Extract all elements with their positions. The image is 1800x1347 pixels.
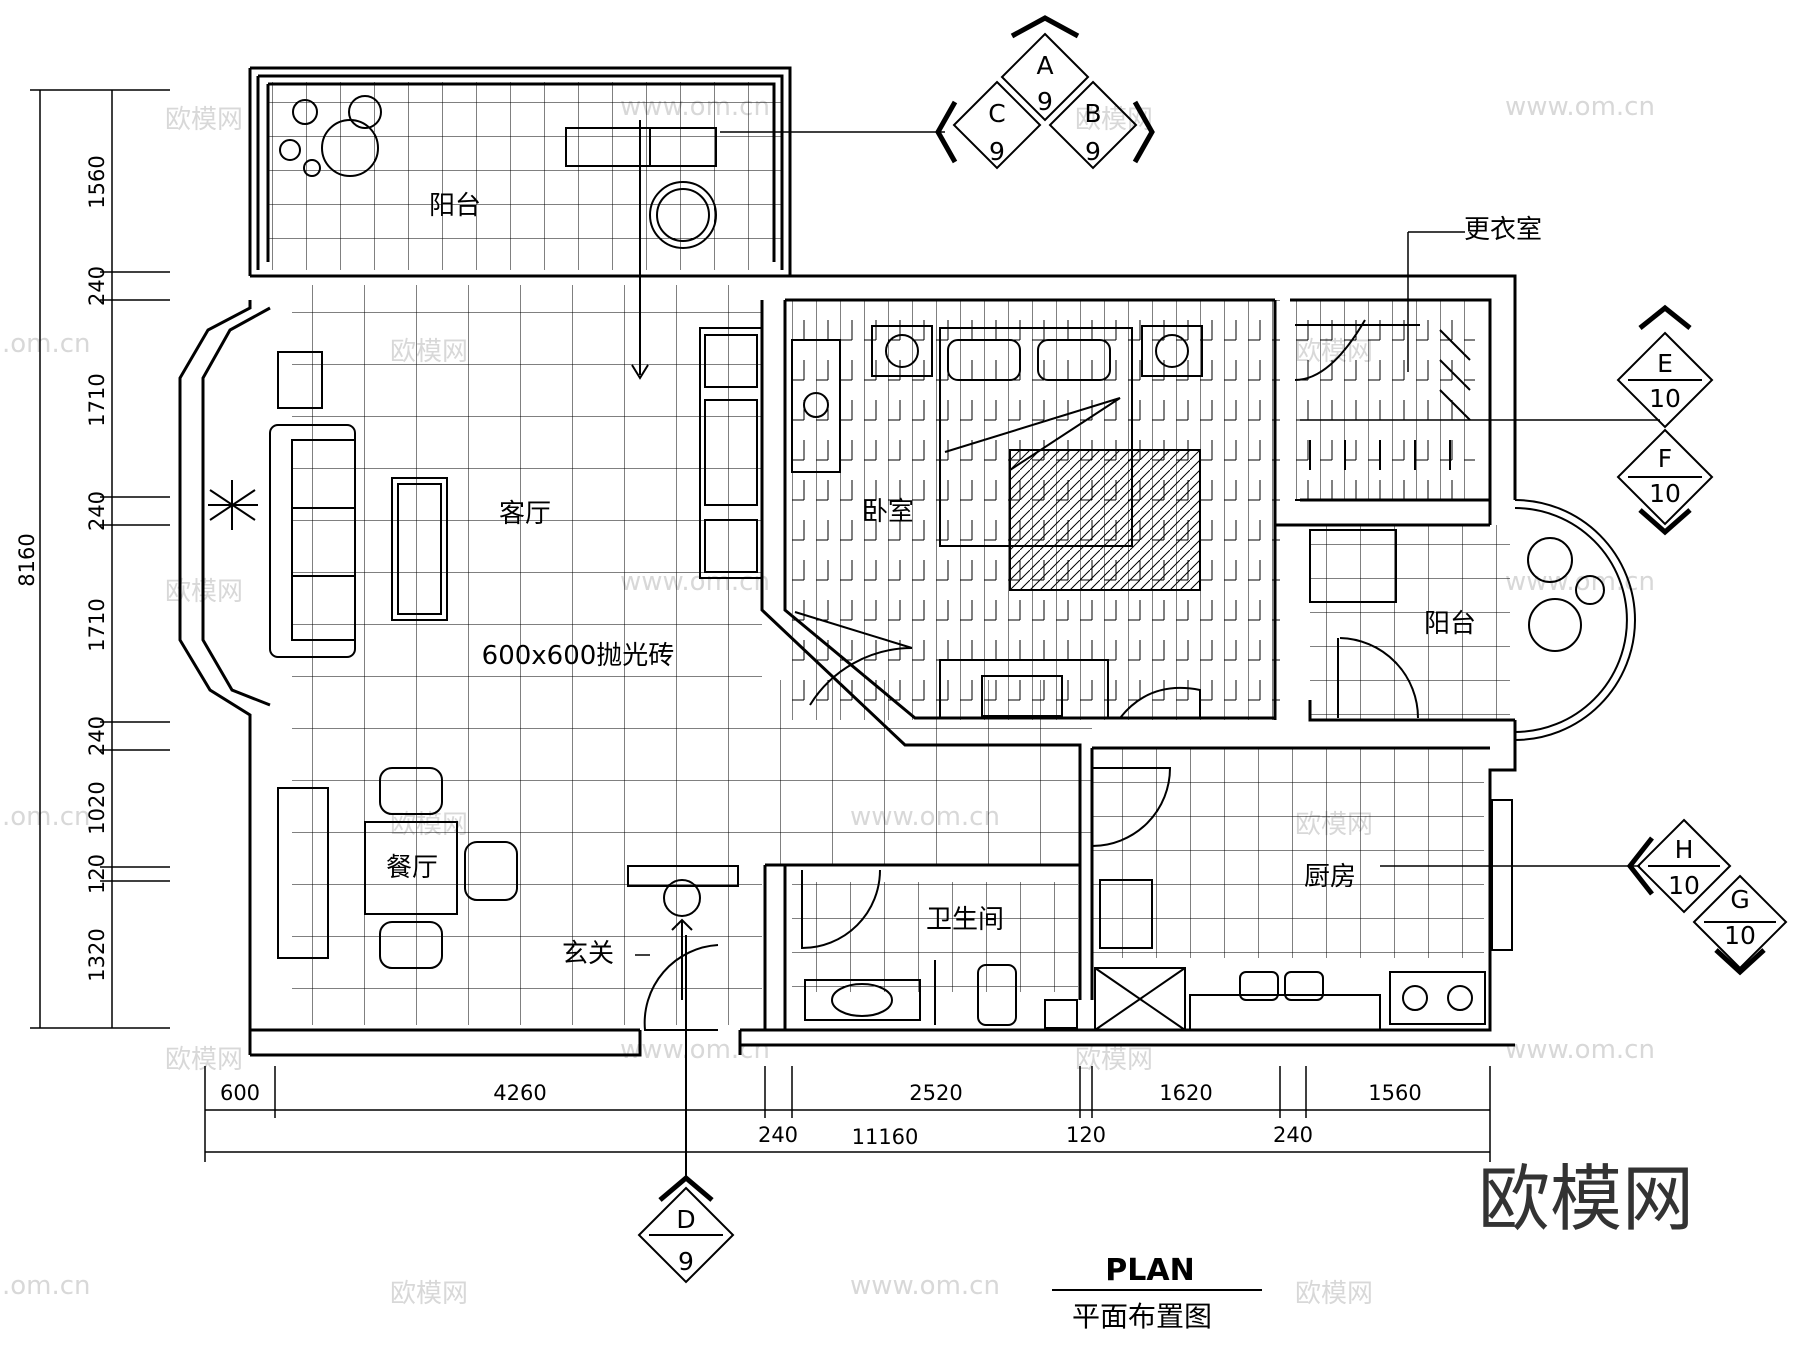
watermark: 欧模网 [390, 1279, 468, 1309]
room-label-dining: 餐厅 [386, 853, 438, 883]
watermark: www.om.cn [1505, 1035, 1655, 1065]
elevation-marker-d-labels: D 9 [676, 1205, 695, 1276]
marker-sheet: 10 [1649, 384, 1681, 413]
elevation-marker-d [637, 935, 735, 1284]
living-furniture [208, 327, 841, 658]
marker-sheet: 10 [1668, 871, 1700, 900]
left-dimension-chain [30, 89, 170, 1029]
marker-letter: C [988, 99, 1005, 128]
dim-bottom-label: 240 [1273, 1123, 1313, 1147]
bottom-dimension-chain [204, 1066, 1491, 1162]
dim-bottom-label: 4260 [493, 1081, 546, 1105]
room-label-entry: 玄关 [562, 939, 614, 969]
dim-bottom-label: 1620 [1159, 1081, 1212, 1105]
marker-letter: F [1658, 444, 1672, 473]
dim-left-label: 1710 [85, 373, 109, 426]
dim-left-label: 1320 [85, 928, 109, 981]
elevation-marker-ef-labels: E 10 F 10 [1649, 349, 1681, 508]
elevation-marker-hg [1626, 818, 1788, 976]
dim-bottom-label: 1560 [1368, 1081, 1421, 1105]
watermark: .om.cn [2, 329, 91, 359]
plan-title-cn: 平面布置图 [1072, 1300, 1212, 1333]
room-label-walk-in-closet: 更衣室 [1464, 215, 1542, 245]
left-dimension-labels: 8160 1560 240 1710 240 1710 240 1020 120… [15, 155, 109, 981]
room-label-balcony-top: 阳台 [429, 191, 481, 221]
dim-left-total: 8160 [15, 533, 39, 586]
room-label-balcony-right: 阳台 [1424, 609, 1476, 639]
marker-sheet: 9 [1037, 87, 1053, 116]
room-label-kitchen: 厨房 [1304, 862, 1356, 892]
marker-letter: B [1084, 99, 1101, 128]
elevation-marker-abc-labels: A 9 C 9 B 9 [988, 51, 1101, 166]
closet-fixtures [1294, 319, 1480, 501]
watermark: www.om.cn [1505, 92, 1655, 122]
marker-letter: G [1730, 885, 1749, 914]
doors [643, 611, 1419, 1031]
dim-left-label: 240 [85, 266, 109, 306]
watermark: 欧模网 [1295, 1279, 1373, 1309]
watermark: www.om.cn [850, 1271, 1000, 1301]
dim-left-label: 240 [85, 491, 109, 531]
marker-sheet: 9 [1085, 137, 1101, 166]
marker-sheet: 10 [1724, 921, 1756, 950]
marker-sheet: 9 [678, 1247, 694, 1276]
marker-letter: D [676, 1205, 695, 1234]
brand-mark: 欧模网 [1478, 1157, 1694, 1241]
watermark: www.om.cn [1505, 567, 1655, 597]
title-block: PLAN 平面布置图 [1052, 1253, 1262, 1333]
room-label-bathroom: 卫生间 [926, 905, 1004, 935]
dim-bottom-label: 600 [220, 1081, 260, 1105]
marker-sheet: 9 [989, 137, 1005, 166]
dim-left-label: 1020 [85, 781, 109, 834]
dim-bottom-label: 120 [1066, 1123, 1106, 1147]
room-labels: 阳台 客厅 600x600抛光砖 卧室 更衣室 阳台 厨房 卫生间 餐厅 玄关 [386, 191, 1542, 969]
dim-bottom-label: 2520 [909, 1081, 962, 1105]
watermark: 欧模网 [165, 105, 243, 135]
marker-sheet: 10 [1649, 479, 1681, 508]
elevation-marker-abc [935, 15, 1155, 170]
marker-letter: H [1675, 835, 1694, 864]
watermark: 欧模网 [1075, 1045, 1153, 1075]
dim-bottom-label: 240 [758, 1123, 798, 1147]
watermark: .om.cn [2, 802, 91, 832]
room-label-living: 客厅 [499, 499, 551, 529]
dim-left-label: 240 [85, 716, 109, 756]
right-balcony-fixtures [1309, 499, 1636, 741]
elevation-marker-ef [1616, 304, 1714, 536]
plan-title-en: PLAN [1105, 1253, 1194, 1288]
bathroom-fixtures [804, 960, 1078, 1029]
dim-bottom-total: 11160 [852, 1125, 919, 1149]
dim-left-label: 1710 [85, 598, 109, 651]
watermark: www.om.cn [620, 1035, 770, 1065]
room-label-bedroom: 卧室 [862, 497, 914, 527]
leader-lines [635, 131, 1660, 956]
watermark: .om.cn [2, 1271, 91, 1301]
watermark: 欧模网 [165, 1045, 243, 1075]
marker-letter: A [1036, 51, 1053, 80]
marker-letter: E [1657, 349, 1673, 378]
elevation-marker-hg-labels: H 10 G 10 [1668, 835, 1756, 950]
dim-left-label: 1560 [85, 155, 109, 208]
floor-finishes [268, 82, 1510, 1025]
bedroom-furniture [871, 325, 1203, 719]
tile-note: 600x600抛光砖 [482, 641, 675, 671]
balcony-furniture [279, 95, 717, 380]
bottom-dimension-labels: 600 4260 2520 1620 1560 240 11160 120 24… [220, 1081, 1422, 1149]
dining-furniture [277, 767, 739, 1000]
dim-left-label: 120 [85, 854, 109, 894]
kitchen-fixtures [1094, 799, 1513, 1031]
